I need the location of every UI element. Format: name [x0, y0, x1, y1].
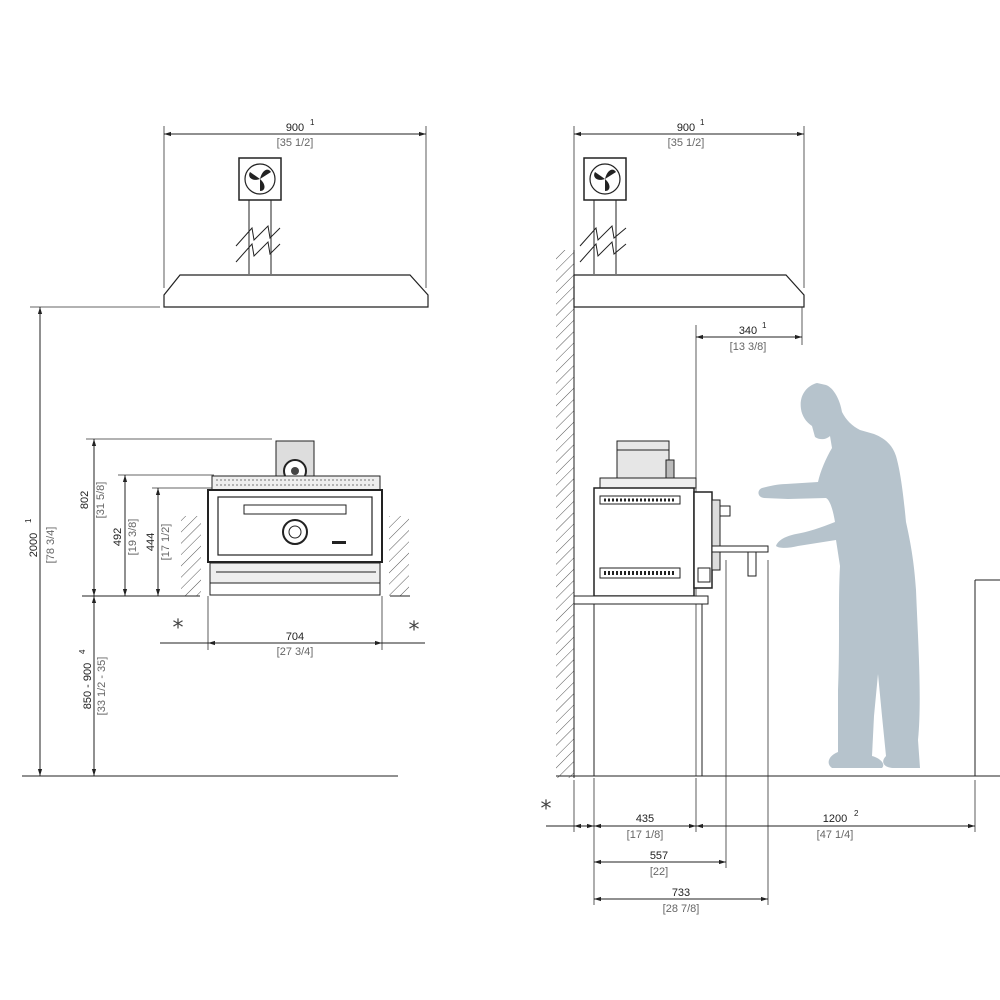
front-body-height-dimension: 492 [19 3/8]	[112, 474, 214, 596]
front-view: 900 1 [35 1/2] 2000 1 [78 3/4]	[22, 118, 429, 777]
front-oven-width-value: 704	[286, 631, 304, 643]
front-body-height-inches: [19 3/8]	[127, 519, 139, 556]
front-door-height-value: 444	[145, 533, 157, 551]
human-figure	[758, 383, 920, 768]
side-clearance-mark: *	[541, 797, 552, 822]
front-counter-height-note: 4	[78, 649, 87, 654]
front-total-height-note: 1	[24, 518, 33, 523]
side-hood-width-inches: [35 1/2]	[668, 137, 705, 149]
front-hood-width-inches: [35 1/2]	[277, 137, 314, 149]
front-oven-width-inches: [27 3/4]	[277, 646, 314, 658]
side-depth-total-value: 733	[672, 887, 690, 899]
front-right-wall	[389, 516, 409, 596]
side-right-edge-object	[974, 579, 1000, 776]
extraction-fan-icon	[238, 157, 282, 201]
side-work-clearance-note: 2	[854, 809, 859, 818]
front-oven-width-dimension: 704 [27 3/4]	[160, 596, 425, 658]
front-body-height-value: 492	[112, 528, 124, 546]
front-counter-height-value: 850 - 900	[82, 663, 94, 709]
front-hood-width-dimension: 900 1 [35 1/2]	[163, 118, 427, 288]
front-total-height-inches: [78 3/4]	[45, 527, 57, 564]
side-counter	[573, 595, 709, 776]
front-hood-width-note: 1	[310, 118, 315, 127]
extraction-fan-icon	[583, 157, 627, 201]
side-depth-body-value: 435	[636, 813, 654, 825]
front-oven-height-value: 802	[79, 491, 91, 509]
side-exhaust-duct	[579, 200, 627, 274]
front-counter-height-dimension: 850 - 900 4 [33 1/2 - 35]	[78, 596, 108, 776]
front-right-clearance-mark: *	[409, 618, 420, 643]
side-hood-width-value: 900	[677, 122, 695, 134]
front-oven-body	[207, 440, 383, 596]
front-counter-height-inches: [33 1/2 - 35]	[96, 657, 108, 716]
side-depth-door-value: 557	[650, 850, 668, 862]
side-hood-offset-inches: [13 3/8]	[730, 341, 767, 353]
front-oven-height-inches: [31 5/8]	[95, 482, 107, 519]
side-hood	[573, 274, 805, 308]
side-view: 900 1 [35 1/2] 340 1 [13 3/8]	[541, 118, 1000, 915]
side-depth-body-inches: [17 1/8]	[627, 829, 664, 841]
front-left-wall	[181, 516, 201, 596]
side-hood-width-dimension: 900 1 [35 1/2]	[573, 118, 805, 288]
front-hood-width-value: 900	[286, 122, 304, 134]
front-door-height-dimension: 444 [17 1/2]	[145, 487, 214, 596]
side-hood-width-note: 1	[700, 118, 705, 127]
side-wall	[556, 250, 574, 778]
front-exhaust-duct	[235, 200, 281, 274]
front-hood	[163, 274, 429, 308]
front-door-height-inches: [17 1/2]	[160, 524, 172, 561]
side-depth-dimensions: 435 [17 1/8] 1200 2 [47 1/4] 557 [22] 73…	[546, 560, 976, 915]
front-total-height-dimension: 2000 1 [78 3/4]	[24, 306, 160, 776]
side-oven-body	[593, 440, 769, 597]
side-hood-offset-note: 1	[762, 321, 767, 330]
front-left-clearance-mark: *	[173, 616, 184, 641]
front-oven-height-dimension: 802 [31 5/8]	[79, 438, 272, 596]
side-work-clearance-value: 1200	[823, 813, 847, 825]
front-total-height-value: 2000	[28, 533, 40, 557]
side-depth-door-inches: [22]	[650, 866, 668, 878]
side-hood-offset-value: 340	[739, 325, 757, 337]
side-work-clearance-inches: [47 1/4]	[817, 829, 854, 841]
side-depth-total-inches: [28 7/8]	[663, 903, 700, 915]
